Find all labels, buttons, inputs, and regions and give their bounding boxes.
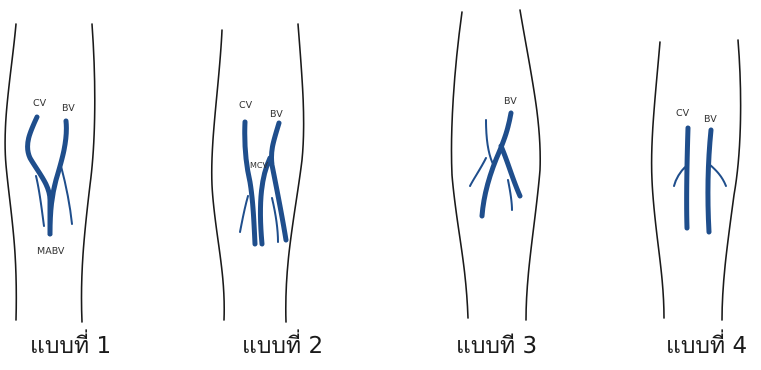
leg-4-right-outline (722, 40, 741, 320)
leg-1-right-tributary (61, 166, 72, 224)
leg-4: CV BV (652, 40, 741, 320)
leg-3-right-outline (520, 10, 540, 320)
leg-2-right-tributary (272, 198, 278, 242)
leg-2-right-outline (286, 24, 304, 322)
leg-4-right-tributary (709, 164, 726, 186)
leg-4-left-tributary (674, 166, 686, 186)
leg-2: CV BV MCV (212, 24, 304, 322)
leg-2-label-bv: BV (270, 109, 283, 120)
leg-3-label-bv: BV (504, 96, 517, 107)
leg-4-label-cv: CV (676, 108, 690, 119)
leg-2-mcv-vein (260, 158, 270, 244)
leg-2-left-tributary (240, 196, 248, 232)
leg-1-left-tributary (36, 176, 44, 226)
caption-type-3: แบบที 3 (456, 328, 537, 364)
caption-type-4: แบบที่ 4 (666, 328, 747, 364)
leg-2-left-outline (212, 30, 224, 320)
caption-type-2: แบบที่ 2 (242, 328, 323, 364)
leg-1-left-outline (5, 24, 16, 320)
leg-2-label-cv: CV (239, 100, 253, 111)
caption-type-1: แบบที่ 1 (30, 328, 111, 364)
leg-2-bv-vein (271, 123, 286, 240)
leg-3-left-tributary (470, 158, 486, 186)
leg-1: CV BV MABV (5, 24, 95, 322)
leg-4-bv-vein (708, 130, 711, 232)
leg-4-cv-vein (687, 128, 688, 228)
leg-2-label-mcv: MCV (250, 161, 268, 170)
leg-1-right-outline (81, 24, 94, 322)
leg-3: BV (451, 10, 540, 320)
leg-2-cv-vein (245, 122, 255, 244)
leg-4-left-outline (652, 42, 664, 318)
leg-1-label-mabv: MABV (37, 246, 65, 257)
leg-4-label-bv: BV (704, 114, 717, 125)
leg-1-label-cv: CV (33, 98, 47, 109)
leg-3-left-outline (451, 12, 468, 318)
leg-3-upper-tributary (486, 120, 494, 166)
leg-1-cv-vein (28, 117, 50, 234)
leg-1-label-bv: BV (62, 103, 75, 114)
leg-3-right-tributary (508, 180, 512, 210)
